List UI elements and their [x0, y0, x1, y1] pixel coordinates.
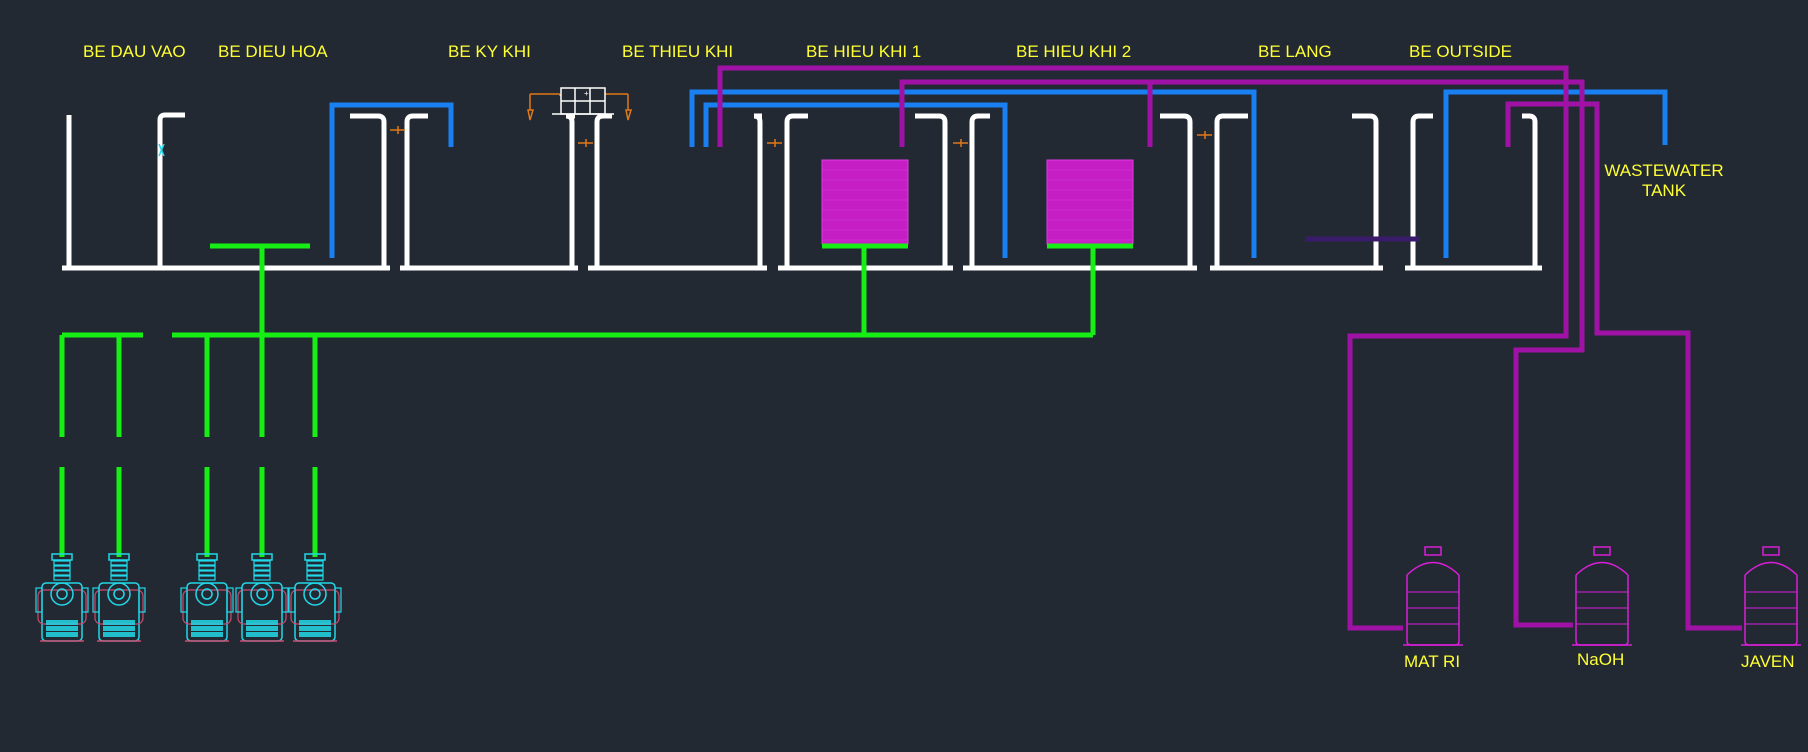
gate-valve-icon	[158, 143, 165, 157]
water-pipes	[329, 89, 1668, 258]
label-be-dau-vao: BE DAU VAO	[83, 42, 186, 61]
chem-pipe-mat-ri	[717, 65, 1569, 631]
chemical-tank-icon	[1741, 546, 1801, 646]
label-be-lang: BE LANG	[1258, 42, 1332, 61]
wall-dau-vao-dieu-hoa	[62, 112, 390, 271]
label-be-hieu-khi-2: BE HIEU KHI 2	[1016, 42, 1132, 61]
air-blowers	[35, 553, 342, 642]
chem-pipe-javen	[1505, 101, 1742, 631]
water-pipe-outlet	[1443, 89, 1668, 258]
biomedia-blocks	[821, 159, 1134, 245]
label-javen: JAVEN	[1741, 652, 1795, 671]
air-pipes	[59, 243, 1133, 557]
label-be-outside: BE OUTSIDE	[1409, 42, 1512, 61]
label-wastewater-line1: WASTEWATER	[1604, 161, 1724, 180]
chemical-tank-icon	[1572, 546, 1632, 646]
label-mat-ri: MAT RI	[1404, 652, 1461, 671]
label-be-dieu-hoa: BE DIEU HOA	[218, 42, 328, 61]
air-blower-icon	[92, 553, 146, 642]
chemical-pipes	[717, 65, 1742, 631]
water-pipe-1	[329, 102, 454, 258]
label-wastewater-tank: WASTEWATER TANK	[1604, 161, 1724, 201]
air-blower-icon	[235, 553, 289, 642]
transfer-fittings	[390, 126, 1212, 147]
tank-walls	[62, 112, 1542, 271]
label-wastewater-line2: TANK	[1641, 181, 1687, 200]
label-be-thieu-khi: BE THIEU KHI	[622, 42, 734, 61]
media-block-hieu-khi-2	[1046, 159, 1134, 245]
air-blower-icon	[35, 553, 89, 642]
air-blower-icon	[180, 553, 234, 642]
chem-pipe-naoh	[899, 79, 1585, 628]
wall-lang	[1210, 113, 1383, 271]
chemical-tanks	[1403, 546, 1801, 646]
label-naoh: NaOH	[1577, 650, 1625, 669]
scraper-unit-icon: +	[527, 87, 633, 121]
water-pipe-3	[703, 102, 1008, 258]
wall-thieu-khi	[588, 113, 767, 271]
label-be-hieu-khi-1: BE HIEU KHI 1	[806, 42, 922, 61]
media-block-hieu-khi-1	[821, 159, 909, 245]
water-pipe-2	[689, 89, 1257, 258]
air-blower-icon	[288, 553, 342, 642]
chemical-tank-icon	[1403, 546, 1463, 646]
label-be-ky-khi: BE KY KHI	[448, 42, 531, 61]
wall-outside	[1405, 113, 1542, 271]
wall-ky-khi	[400, 113, 578, 271]
svg-text:+: +	[584, 89, 589, 98]
wall-hieu-khi-2	[963, 113, 1197, 271]
